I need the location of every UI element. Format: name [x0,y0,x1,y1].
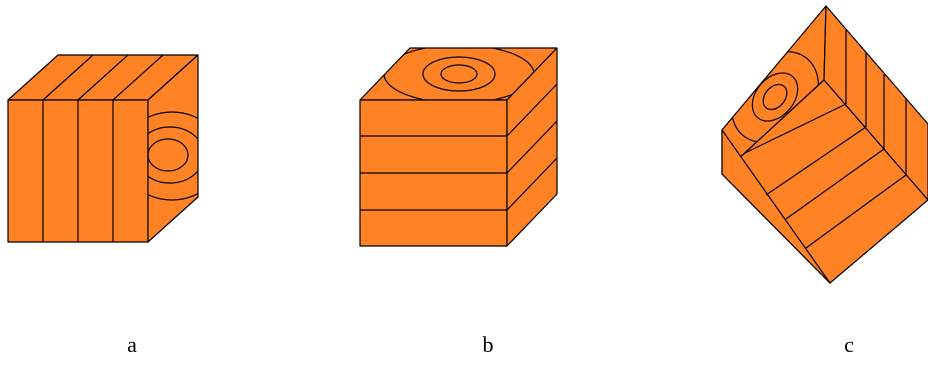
label-a: a [112,332,152,358]
label-b: b [468,332,508,358]
label-c: c [829,332,869,358]
cube-c [714,6,928,283]
cube-a [8,55,222,242]
cube-b [360,45,557,246]
